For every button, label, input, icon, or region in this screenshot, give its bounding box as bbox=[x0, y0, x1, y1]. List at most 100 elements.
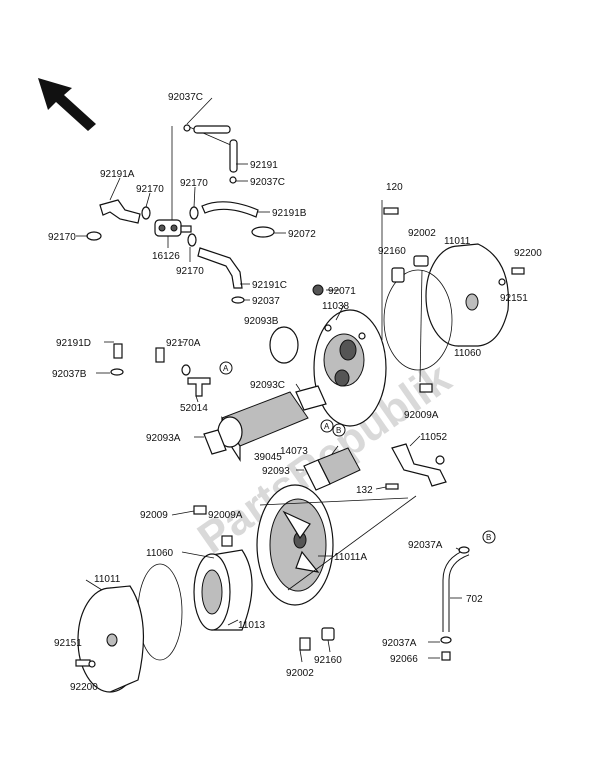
clamp-92037b bbox=[110, 368, 124, 376]
screw-92002 bbox=[299, 637, 311, 651]
part-label: 92170 bbox=[176, 266, 204, 277]
callout-a-label: A bbox=[223, 364, 229, 373]
callout-b-label: B bbox=[336, 426, 341, 435]
cover-11011-top bbox=[425, 243, 510, 347]
part-label: 92151 bbox=[54, 638, 82, 649]
part-label: 92037 bbox=[252, 296, 280, 307]
hose-92191c bbox=[197, 247, 243, 289]
cover-11011 bbox=[77, 585, 145, 693]
part-label: 92037A bbox=[382, 638, 417, 649]
part-label: 92037B bbox=[52, 369, 87, 380]
filter-11013 bbox=[193, 549, 253, 631]
part-label: 52014 bbox=[180, 403, 208, 414]
spacer-92160-top bbox=[391, 267, 405, 283]
element-11060 bbox=[137, 563, 183, 661]
screw-92002-top bbox=[413, 255, 429, 267]
clamp-92037 bbox=[231, 296, 245, 304]
part-label: 702 bbox=[466, 594, 483, 605]
housing-11038 bbox=[313, 309, 387, 427]
part-label: 92037C bbox=[250, 177, 285, 188]
cover-14073 bbox=[303, 447, 361, 491]
part-label: 11060 bbox=[454, 348, 482, 359]
part-label: 92072 bbox=[288, 229, 316, 240]
part-label: 11011 bbox=[94, 574, 121, 585]
part-label: 11011 bbox=[444, 236, 471, 247]
callout-b-right: B bbox=[482, 530, 496, 544]
part-label: 92151 bbox=[500, 293, 528, 304]
part-label: 92170 bbox=[180, 178, 208, 189]
clamp-92037a-top bbox=[458, 546, 470, 554]
part-labels: 92037C 92191 92037C 92191A 92170 92170 9… bbox=[48, 92, 542, 693]
bolt-92009a bbox=[221, 535, 233, 547]
gasket-92093a bbox=[203, 429, 227, 455]
callout-b-mid: B bbox=[332, 423, 346, 437]
bolt-120 bbox=[383, 207, 399, 215]
clamp-lower bbox=[187, 233, 197, 247]
callout-a-label: A bbox=[324, 422, 330, 431]
part-label: 92093 bbox=[262, 466, 290, 477]
bolt-92009 bbox=[193, 505, 207, 515]
part-label: 92093C bbox=[250, 380, 285, 391]
part-label: 92066 bbox=[390, 654, 418, 665]
backplate-11011a bbox=[256, 484, 334, 606]
part-label: 16126 bbox=[152, 251, 180, 262]
part-label: 11052 bbox=[420, 432, 448, 443]
clip-92072 bbox=[251, 226, 275, 238]
part-label: 92037C bbox=[168, 92, 203, 103]
part-label: 39045 bbox=[254, 452, 282, 463]
duct-39045 bbox=[217, 391, 309, 463]
part-label: 92191D bbox=[56, 338, 91, 349]
part-label: 92160 bbox=[378, 246, 406, 257]
spacer-92160 bbox=[321, 627, 335, 641]
part-label: 11013 bbox=[238, 620, 266, 631]
bracket-11052 bbox=[391, 443, 447, 487]
part-label: 92170A bbox=[166, 338, 201, 349]
front-direction-arrow-icon bbox=[38, 78, 96, 131]
part-label: 92160 bbox=[314, 655, 342, 666]
valve-16126 bbox=[154, 219, 192, 237]
part-label: 11011A bbox=[334, 552, 367, 563]
part-label: 92009A bbox=[404, 410, 439, 421]
plug-92066 bbox=[441, 651, 451, 661]
callout-b-label: B bbox=[486, 533, 491, 542]
part-label: 11060 bbox=[146, 548, 174, 559]
t-joint-52014 bbox=[187, 377, 211, 397]
part-label: 92170 bbox=[136, 184, 164, 195]
part-label: 92093B bbox=[244, 316, 279, 327]
part-label: 92200 bbox=[70, 682, 98, 693]
gasket-92093c bbox=[295, 385, 327, 411]
part-label: 92170 bbox=[48, 232, 76, 243]
screw-92151-top bbox=[511, 267, 525, 275]
part-label: 92002 bbox=[408, 228, 436, 239]
screw-92151 bbox=[75, 659, 91, 667]
part-label: 92002 bbox=[286, 668, 314, 679]
part-label: 92200 bbox=[514, 248, 542, 259]
gasket-92093b bbox=[269, 326, 299, 364]
callout-a-top: A bbox=[219, 361, 233, 375]
part-label: 11038 bbox=[322, 301, 350, 312]
part-label: 92037A bbox=[408, 540, 443, 551]
washer-92200 bbox=[88, 660, 96, 668]
hose-702 bbox=[442, 548, 470, 632]
part-label: 92009A bbox=[208, 510, 243, 521]
washer-92200-top bbox=[498, 278, 506, 286]
clamp-92170a bbox=[181, 364, 191, 376]
grommet-92071 bbox=[312, 284, 324, 296]
part-label: 92071 bbox=[328, 286, 356, 297]
part-label: 14073 bbox=[280, 446, 308, 457]
part-label: 120 bbox=[386, 182, 403, 193]
clamp-92037a bbox=[440, 636, 452, 644]
part-label: 92191C bbox=[252, 280, 287, 291]
bolt-92009a-r bbox=[419, 383, 433, 393]
part-label: 92191 bbox=[250, 160, 278, 171]
hose-92191 bbox=[183, 124, 238, 184]
part-label: 92191B bbox=[272, 208, 307, 219]
element-11060-top bbox=[383, 269, 453, 371]
clamp-92170 bbox=[141, 206, 199, 220]
leader-lines bbox=[76, 97, 462, 663]
bolt-132 bbox=[385, 483, 399, 490]
part-label: 132 bbox=[356, 485, 373, 496]
part-label: 92009 bbox=[140, 510, 168, 521]
hose-92191b bbox=[201, 201, 259, 218]
